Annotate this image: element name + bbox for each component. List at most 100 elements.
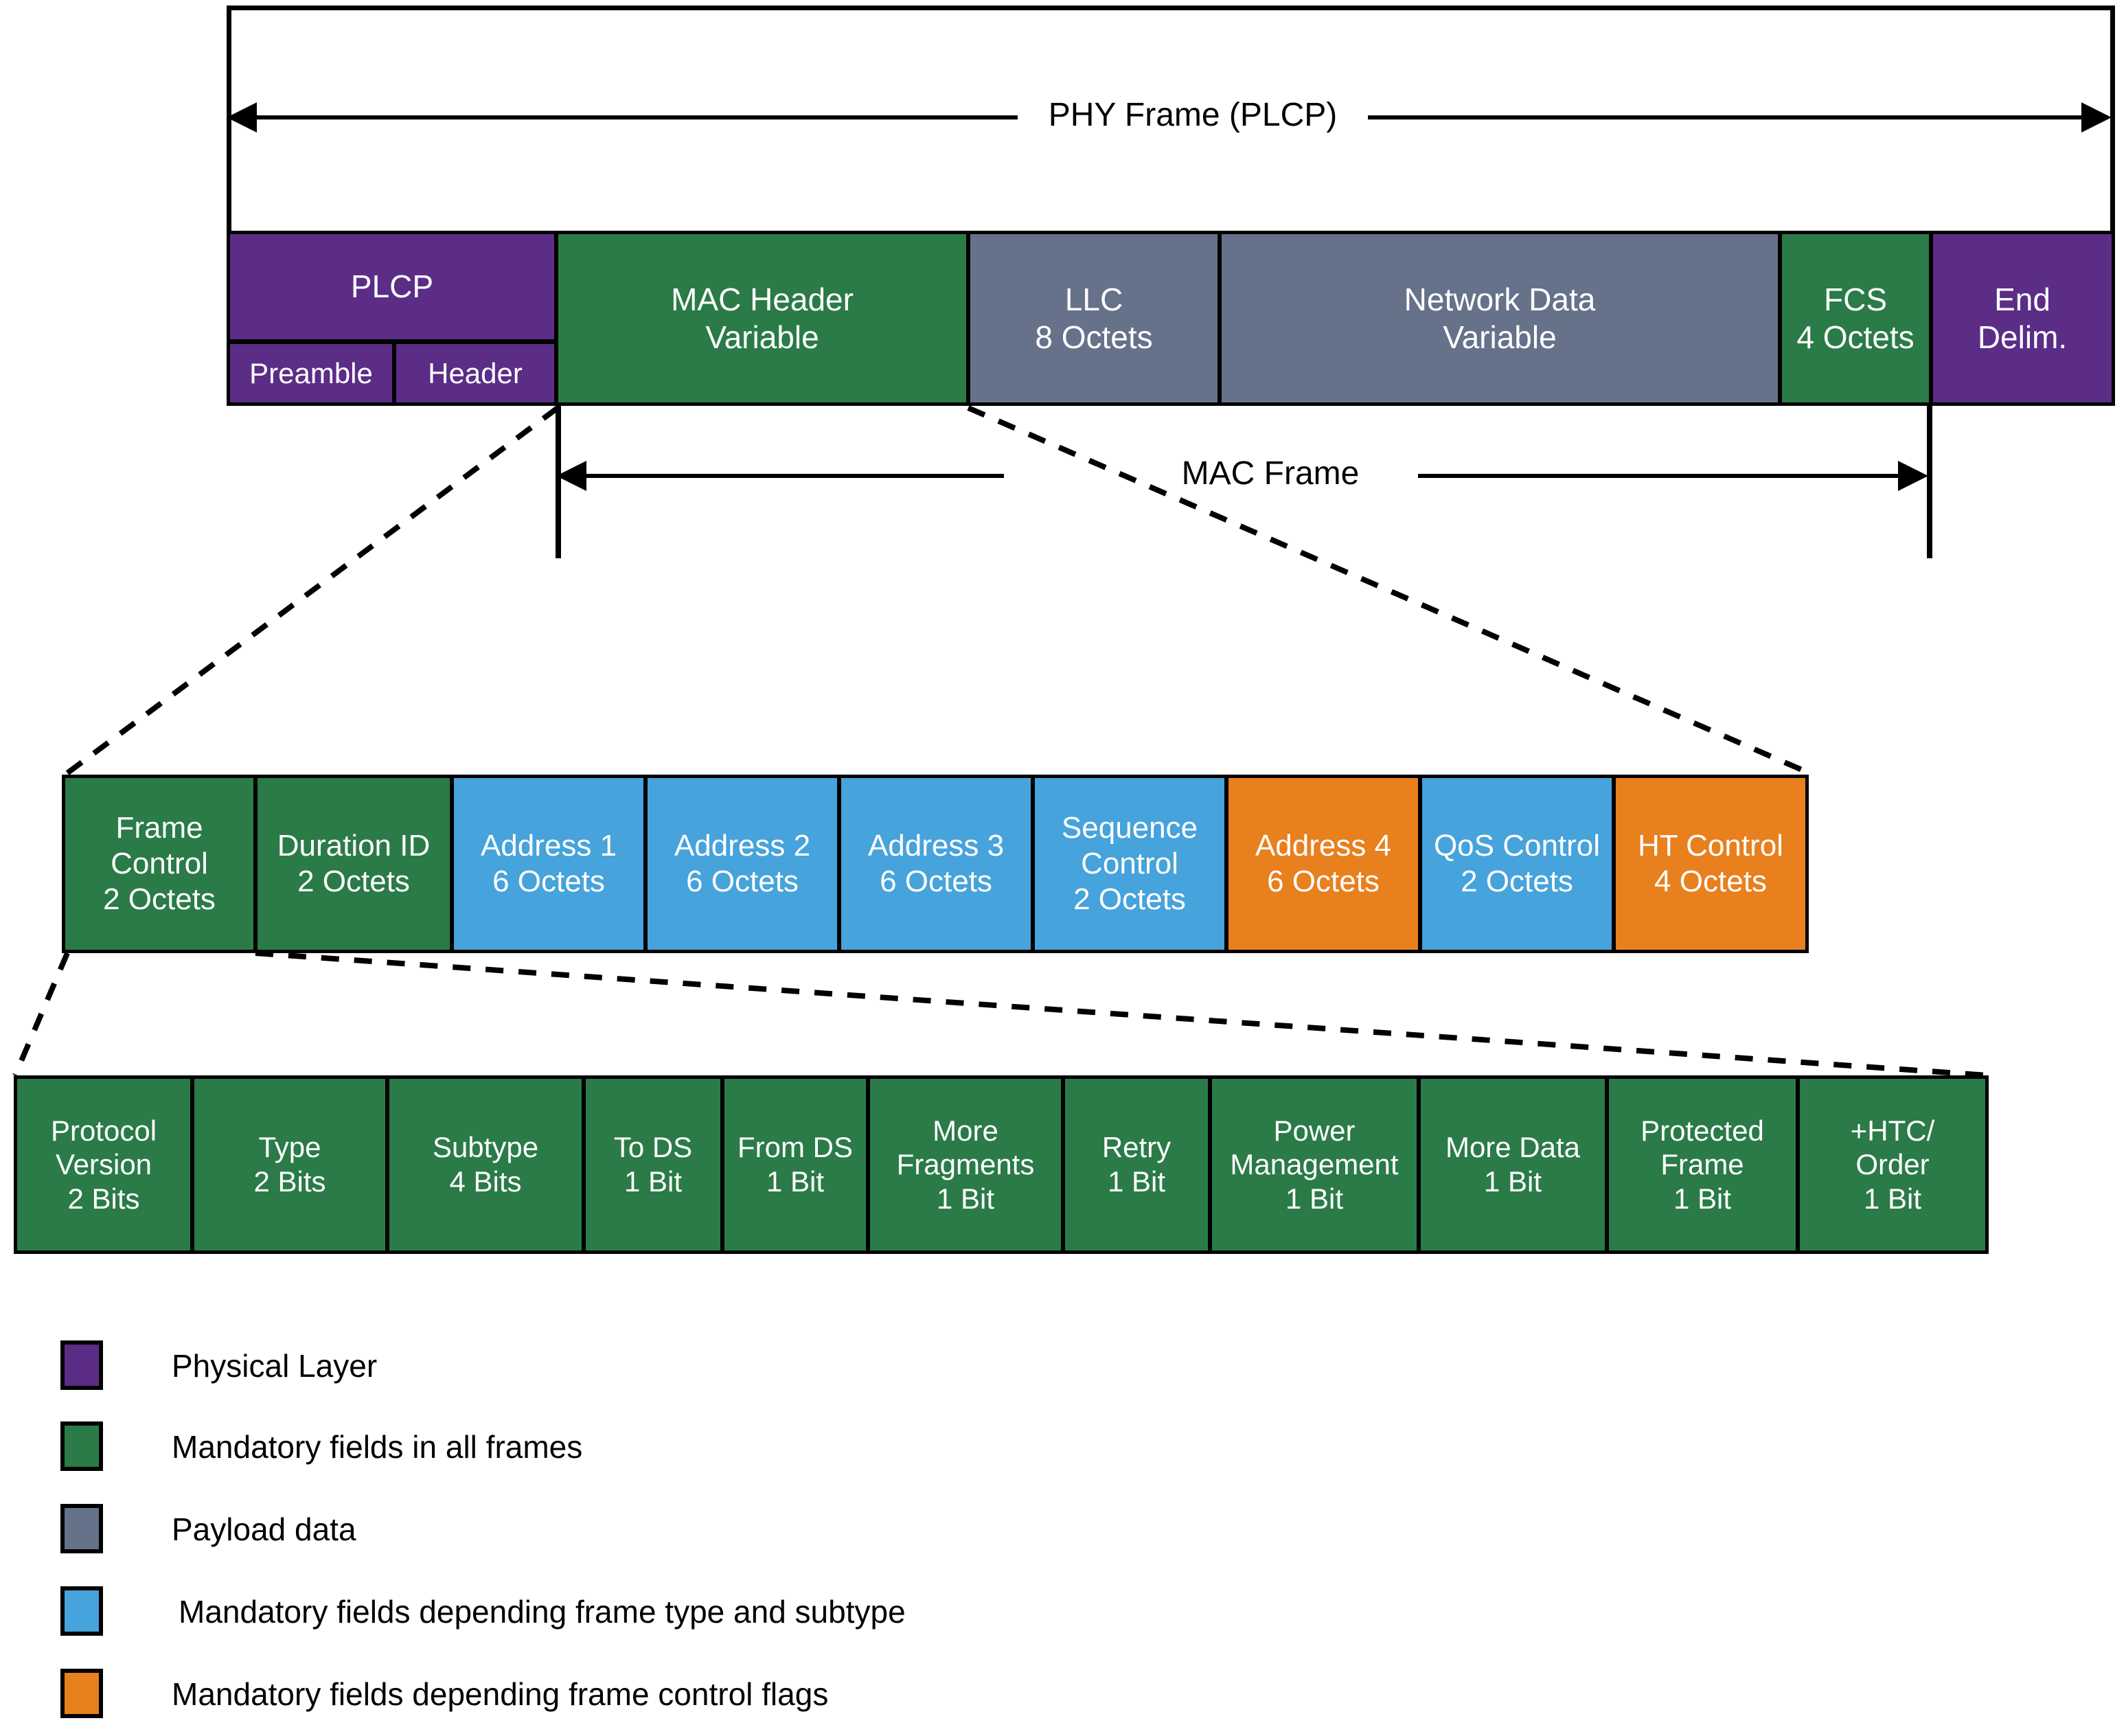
phy-cell-llc-size: 8 Octets — [1035, 319, 1153, 355]
mac-cell-sequence-control-l3: 2 Octets — [1073, 882, 1186, 916]
mac-arrow-head-left — [556, 461, 586, 491]
phy-cell-header[interactable]: Header — [393, 341, 558, 406]
fc-cell-type[interactable]: Type 2 Bits — [191, 1075, 389, 1254]
fc-cell-more-fragments[interactable]: More Fragments 1 Bit — [867, 1075, 1064, 1254]
mac-cell-address-4-l1: Address 4 — [1255, 829, 1392, 863]
phy-cell-network-data-label: Network Data — [1404, 282, 1596, 318]
fc-cell-protocol-version[interactable]: Protocol Version 2 Bits — [14, 1075, 194, 1254]
legend-label-payload-data: Payload data — [172, 1511, 356, 1547]
fc-cell-more-fragments-l3: 1 Bit — [936, 1182, 995, 1215]
mac-cell-address-1[interactable]: Address 1 6 Octets — [450, 775, 647, 953]
phy-cell-fcs-label: FCS — [1824, 282, 1887, 318]
mac-cell-sequence-control[interactable]: Sequence Control 2 Octets — [1031, 775, 1228, 953]
fc-cell-retry-l2: 1 Bit — [1107, 1165, 1166, 1198]
fc-cell-htc-order[interactable]: +HTC/ Order 1 Bit — [1796, 1075, 1989, 1254]
legend-swatch-physical-layer — [60, 1340, 103, 1390]
phy-cell-end-delim-label: End — [1994, 282, 2050, 318]
mac-cell-duration-id-l1: Duration ID — [277, 829, 431, 863]
mac-cell-address-2[interactable]: Address 2 6 Octets — [644, 775, 841, 953]
fc-cell-retry[interactable]: Retry 1 Bit — [1062, 1075, 1211, 1254]
phy-cell-fcs[interactable]: FCS 4 Octets — [1779, 231, 1932, 406]
phy-cell-plcp[interactable]: PLCP — [227, 231, 558, 343]
phy-arrow-line-left — [255, 115, 1018, 119]
fc-cell-more-fragments-l1: More — [933, 1114, 998, 1147]
legend-label-physical-layer: Physical Layer — [172, 1348, 378, 1384]
fc-cell-from-ds[interactable]: From DS 1 Bit — [721, 1075, 869, 1254]
phy-arrow-head-left — [227, 102, 257, 133]
fc-cell-more-data-l1: More Data — [1445, 1131, 1581, 1164]
fc-cell-to-ds-l1: To DS — [613, 1131, 693, 1164]
mac-frame-label: MAC Frame — [1181, 455, 1360, 492]
fc-cell-htc-order-l2: Order — [1855, 1148, 1930, 1181]
fc-cell-htc-order-l3: 1 Bit — [1863, 1182, 1922, 1215]
phy-cell-end-delim[interactable]: End Delim. — [1930, 231, 2115, 406]
fc-cell-to-ds-l2: 1 Bit — [624, 1165, 683, 1198]
fc-cell-protected-frame-l3: 1 Bit — [1673, 1182, 1732, 1215]
fc-cell-type-l1: Type — [258, 1131, 321, 1164]
mac-cell-sequence-control-l1: Sequence — [1061, 811, 1198, 845]
phy-cell-plcp-label: PLCP — [350, 269, 434, 305]
fc-cell-power-management[interactable]: Power Management 1 Bit — [1209, 1075, 1420, 1254]
legend-swatch-mandatory-control-flags — [60, 1669, 103, 1718]
phy-cell-preamble-label: Preamble — [249, 356, 373, 389]
phy-cell-fcs-size: 4 Octets — [1796, 319, 1914, 355]
fc-cell-type-l2: 2 Bits — [253, 1165, 326, 1198]
fc-cell-power-management-l3: 1 Bit — [1285, 1182, 1344, 1215]
phy-arrow-line-right — [1368, 115, 2082, 119]
mac-cell-qos-control-l2: 2 Octets — [1461, 865, 1573, 898]
fc-cell-more-data[interactable]: More Data 1 Bit — [1417, 1075, 1608, 1254]
phy-cell-mac-header[interactable]: MAC Header Variable — [555, 231, 970, 406]
fc-cell-protocol-version-l1: Protocol — [50, 1114, 157, 1147]
phy-cell-preamble[interactable]: Preamble — [227, 341, 396, 406]
phy-cell-header-label: Header — [428, 356, 523, 389]
fc-cell-subtype[interactable]: Subtype 4 Bits — [386, 1075, 585, 1254]
fc-cell-power-management-l1: Power — [1273, 1114, 1356, 1147]
mac-cell-address-3-l2: 6 Octets — [880, 865, 992, 898]
fc-cell-protected-frame[interactable]: Protected Frame 1 Bit — [1605, 1075, 1799, 1254]
phy-bracket-top — [227, 5, 2115, 10]
fc-cell-protocol-version-l2: Version — [55, 1148, 152, 1181]
mac-cell-address-4[interactable]: Address 4 6 Octets — [1225, 775, 1421, 953]
fc-cell-subtype-l1: Subtype — [432, 1131, 539, 1164]
phy-right-tick — [2110, 5, 2115, 232]
mac-cell-ht-control[interactable]: HT Control 4 Octets — [1612, 775, 1809, 953]
mac-cell-ht-control-l1: HT Control — [1638, 829, 1783, 863]
phy-frame-label: PHY Frame (PLCP) — [1048, 97, 1338, 133]
mac-cell-address-3-l1: Address 3 — [867, 829, 1005, 863]
mac-arrow-line-right — [1418, 474, 1899, 478]
mac-cell-frame-control-l3: 2 Octets — [103, 882, 216, 916]
phy-cell-network-data-size: Variable — [1443, 319, 1557, 355]
fc-cell-from-ds-l2: 1 Bit — [766, 1165, 825, 1198]
mac-cell-address-2-l2: 6 Octets — [686, 865, 799, 898]
mac-cell-duration-id[interactable]: Duration ID 2 Octets — [254, 775, 453, 953]
fc-cell-more-fragments-l2: Fragments — [896, 1148, 1035, 1181]
phy-cell-network-data[interactable]: Network Data Variable — [1218, 231, 1781, 406]
legend-swatch-payload-data — [60, 1504, 103, 1553]
phy-arrow-head-right — [2081, 102, 2112, 133]
mac-cell-sequence-control-l2: Control — [1081, 847, 1178, 881]
mac-arrow-line-left — [585, 474, 1004, 478]
mac-cell-frame-control[interactable]: Frame Control 2 Octets — [62, 775, 257, 953]
legend-swatch-mandatory-all — [60, 1421, 103, 1471]
phy-cell-llc[interactable]: LLC 8 Octets — [967, 231, 1221, 406]
legend-label-mandatory-type-subtype: Mandatory fields depending frame type an… — [179, 1594, 906, 1630]
fc-cell-htc-order-l1: +HTC/ — [1850, 1114, 1935, 1147]
fc-cell-subtype-l2: 4 Bits — [449, 1165, 522, 1198]
fc-cell-power-management-l2: Management — [1230, 1148, 1399, 1181]
mac-cell-address-3[interactable]: Address 3 6 Octets — [838, 775, 1034, 953]
mac-arrow-head-right — [1898, 461, 1928, 491]
mac-cell-ht-control-l2: 4 Octets — [1654, 865, 1767, 898]
mac-cell-qos-control-l1: QoS Control — [1433, 829, 1601, 863]
mac-cell-address-1-l2: 6 Octets — [492, 865, 605, 898]
mac-cell-frame-control-l2: Control — [111, 847, 208, 881]
mac-cell-address-4-l2: 6 Octets — [1267, 865, 1380, 898]
fc-cell-more-data-l2: 1 Bit — [1483, 1165, 1542, 1198]
phy-cell-llc-label: LLC — [1064, 282, 1123, 318]
fc-cell-protected-frame-l2: Frame — [1660, 1148, 1744, 1181]
fc-cell-to-ds[interactable]: To DS 1 Bit — [582, 1075, 724, 1254]
fc-cell-from-ds-l1: From DS — [738, 1131, 853, 1164]
mac-cell-frame-control-l1: Frame — [115, 811, 203, 845]
mac-cell-qos-control[interactable]: QoS Control 2 Octets — [1419, 775, 1615, 953]
phy-cell-end-delim-size: Delim. — [1977, 319, 2068, 355]
